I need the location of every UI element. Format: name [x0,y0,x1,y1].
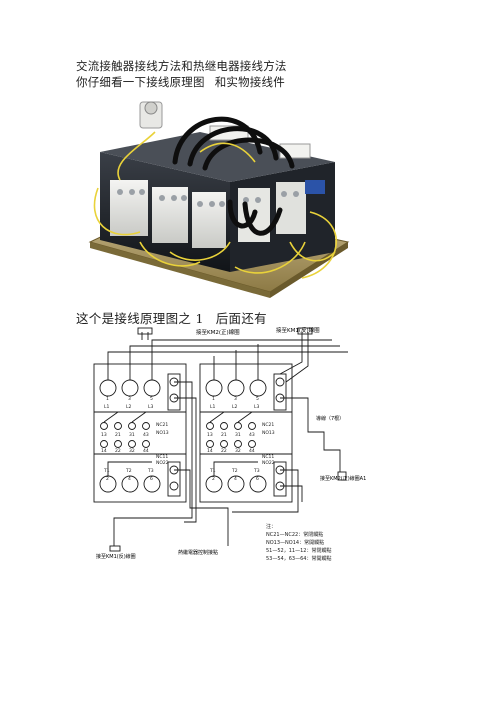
document-title: 交流接触器接线方法和热继电器接线方法 [76,59,287,73]
caption-part-a: 这个是接线原理图之 1 [76,311,204,326]
term-2-b: 2 [212,476,215,482]
term-l3-b: L3 [254,404,260,410]
aux-13-b: 13 [207,432,213,438]
term-5-b: 5 [256,396,259,402]
document-subtitle: 你仔细看一下接线原理图和实物接线件 [76,74,285,90]
side-no22: NO22 [156,460,169,466]
side-no13: NO13 [156,430,169,436]
aux-43-b: 43 [249,432,255,438]
side-nc21-b: NC21 [262,422,274,428]
aux-44-b: 44 [249,448,255,454]
term-t2-b: T2 [231,468,238,474]
term-6: 6 [150,476,153,482]
term-4: 4 [128,476,131,482]
diagram-caption: 这个是接线原理图之 1 后面还有 [76,308,267,327]
aux-32-b: 32 [235,448,241,454]
note-4: 53—54，63—64：常開觸點 [266,555,331,562]
term-l2: L2 [126,404,132,410]
term-6-b: 6 [256,476,259,482]
contactor-assembly-photo [88,101,350,298]
term-t3: T3 [147,468,154,474]
subtitle-part-a: 你仔细看一下接线原理图 [76,75,205,89]
term-t1: T1 [103,468,110,474]
aux-22-b: 22 [221,448,227,454]
side-nc21: NC21 [156,422,168,428]
aux-13: 13 [101,432,107,438]
term-2: 2 [106,476,109,482]
aux-31-b: 31 [235,432,241,438]
side-nc11: NC11 [156,454,168,460]
term-t2: T2 [125,468,132,474]
subtitle-part-b: 和实物接线件 [214,75,285,89]
label-coil-a1: 接至KM2(正)線圈A1 [320,475,366,482]
aux-43: 43 [143,432,149,438]
term-3: 3 [128,396,131,402]
term-l3: L3 [148,404,154,410]
side-no13-b: NO13 [262,430,275,436]
label-bottom-left: 接至KM1(反)線圈 [96,553,136,560]
term-4-b: 4 [234,476,237,482]
diagram-notes: 注： NC21—NC22：常閉觸點 NO13—NO14：常開觸點 51—52，1… [266,523,331,562]
aux-21: 21 [115,432,121,438]
term-l1: L1 [104,404,110,410]
side-no22-b: NO22 [262,460,275,466]
aux-21-b: 21 [221,432,227,438]
note-1: NC21—NC22：常閉觸點 [266,531,323,538]
side-nc11-b: NC11 [262,454,274,460]
aux-22: 22 [115,448,121,454]
note-3: 51—52，11—12：常閉觸點 [266,547,331,554]
note-heading: 注： [266,523,276,530]
term-t3-b: T3 [253,468,260,474]
term-l2-b: L2 [232,404,238,410]
wiring-diagram: 接至KM2(正)線圈 接至KM1(反)線圈 導線（7根） 接至KM2(正)線圈A… [93,326,366,562]
label-bottom-mid: 熱繼電器控制接點 [178,549,218,556]
aux-31: 31 [129,432,135,438]
term-t1-b: T1 [209,468,216,474]
label-top-left: 接至KM2(正)線圈 [196,328,240,336]
term-3-b: 3 [234,396,237,402]
aux-44: 44 [143,448,149,454]
term-1: 1 [106,396,109,402]
term-1-b: 1 [212,396,215,402]
label-wire-bundle: 導線（7根） [316,415,344,422]
aux-32: 32 [129,448,135,454]
aux-14-b: 14 [207,448,213,454]
term-l1-b: L1 [210,404,216,410]
note-2: NO13—NO14：常開觸點 [266,539,324,546]
caption-part-b: 后面还有 [215,311,267,326]
aux-14: 14 [101,448,107,454]
term-5: 5 [150,396,153,402]
label-top-right: 接至KM1(反)線圈 [276,326,320,334]
